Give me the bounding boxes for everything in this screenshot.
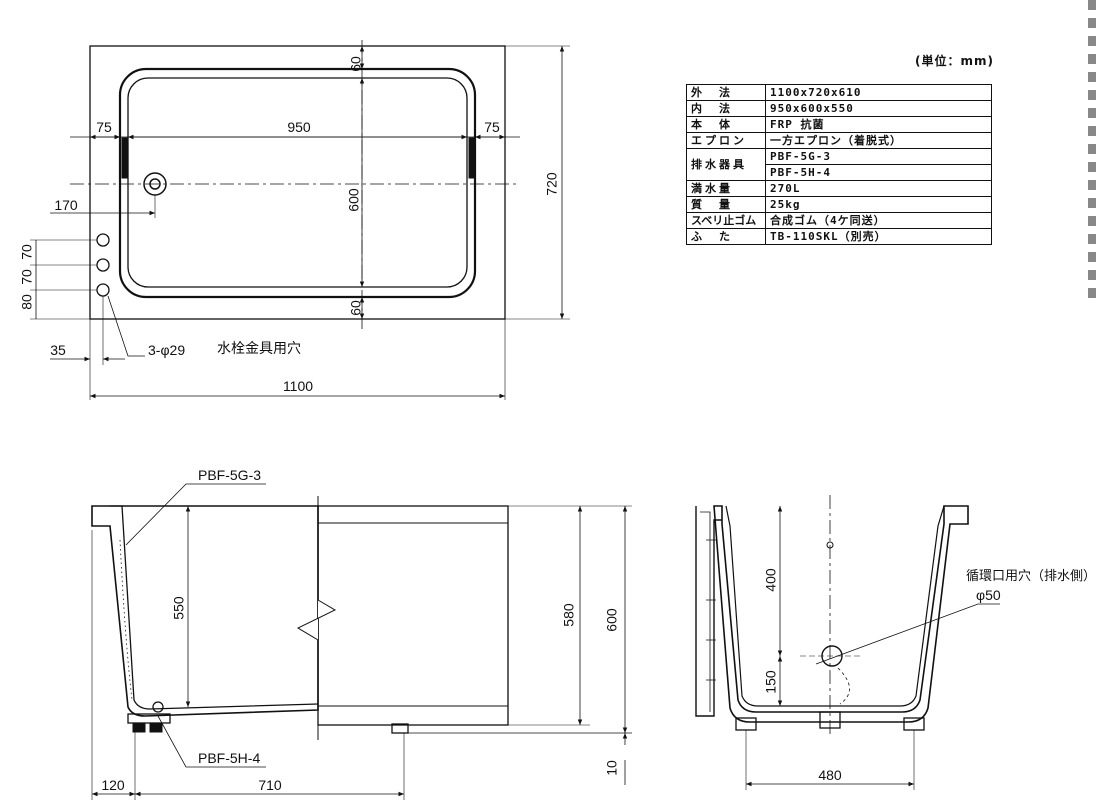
- leg-pad-left: [132, 722, 146, 733]
- spec-value: FRP 抗菌: [765, 116, 992, 133]
- dim-label: 400: [763, 568, 779, 592]
- fitting-label: PBF-5H-4: [198, 750, 260, 766]
- dim-label: 80: [19, 294, 35, 310]
- spec-value: TB-110SKL（別売）: [765, 228, 992, 245]
- unit-note: (単位：mm): [915, 54, 994, 68]
- dim-label: 70: [19, 269, 35, 285]
- side-apron-rib: [706, 539, 716, 681]
- leader-line: [815, 603, 1000, 665]
- drain-fitting: [819, 711, 841, 729]
- plan-rim-outline: [118, 67, 477, 299]
- spec-label: 排水器具: [686, 148, 766, 181]
- dim-label: 1100: [283, 378, 313, 394]
- leg-pad-left: [149, 722, 163, 733]
- dim-label: 580: [561, 603, 577, 627]
- leader-line: [157, 715, 266, 768]
- dim-label: 600: [604, 608, 620, 632]
- page-edge-mark: [1088, 0, 1096, 300]
- drain-fitting: [127, 713, 171, 724]
- side-apron-section: [695, 506, 722, 717]
- leader-line: [107, 295, 145, 357]
- drain-fitting-icon: [152, 701, 164, 713]
- leg-pad: [903, 717, 925, 731]
- circulation-label: 循環口用穴（排水側）: [966, 568, 1096, 583]
- leader-line: [125, 483, 266, 546]
- dim-label: 550: [171, 596, 187, 620]
- spec-value: 一方エプロン（着脱式）: [765, 132, 992, 149]
- spec-value: 合成ゴム（4ケ同送）: [765, 212, 992, 229]
- side-view: [695, 495, 1000, 790]
- dim-label: 720: [544, 172, 560, 196]
- dim-label: 70: [19, 244, 35, 260]
- faucet-hole-icon: [96, 233, 110, 247]
- grip-right: [468, 137, 476, 179]
- leg-pad-right: [391, 723, 409, 734]
- side-tub-inner-wall: [725, 505, 945, 707]
- front-wall-hatch: [119, 539, 133, 701]
- front-apron: [317, 505, 509, 726]
- spec-row-rubber: スベリ止ゴム合成ゴム（4ケ同送）: [686, 212, 992, 229]
- plan-basin-outline: [127, 77, 468, 288]
- spec-label: 満水量: [686, 180, 766, 197]
- circulation-dia: φ50: [976, 587, 1001, 603]
- front-view: [91, 483, 632, 800]
- grip-left: [121, 137, 129, 179]
- dim-label: 170: [54, 197, 78, 213]
- side-dim-labels: 400 150 480 循環口用穴（排水側） φ50: [763, 568, 1096, 783]
- dim-label: 120: [101, 777, 125, 793]
- fitting-label: PBF-5G-3: [198, 467, 261, 483]
- side-tub-section: [713, 505, 969, 723]
- front-tub-section: [91, 505, 319, 717]
- hole-caption: 水栓金具用穴: [217, 340, 301, 356]
- dim-label: 600: [346, 188, 362, 212]
- dim-label: 150: [763, 670, 779, 694]
- drain-path: [837, 667, 850, 705]
- break-line: [296, 496, 337, 740]
- dim-label: 60: [348, 300, 364, 316]
- plan-dim-labels: 60 60 75 950 75 600 720 170 70 70 80 35 …: [19, 56, 560, 394]
- dim-label: 60: [348, 56, 364, 72]
- faucet-hole-icon: [96, 258, 110, 272]
- dim-label: 10: [604, 760, 620, 776]
- dim-label: 950: [287, 119, 311, 135]
- plan-view: [30, 40, 570, 400]
- front-tub-inner-wall: [110, 505, 319, 710]
- dim-label: 35: [50, 342, 66, 358]
- dim-label: 75: [484, 119, 500, 135]
- spec-label: ふ た: [686, 228, 766, 245]
- drain-inner-icon: [149, 178, 161, 190]
- spec-value: 1100x720x610: [765, 84, 992, 101]
- side-apron-inner: [700, 511, 711, 712]
- faucet-hole-icon: [96, 283, 110, 297]
- overflow-icon: [826, 541, 834, 549]
- front-dim-labels: PBF-5G-3 PBF-5H-4 550 580 600 10 120 710: [101, 467, 619, 793]
- dim-label: 75: [96, 119, 112, 135]
- dim-label: 710: [258, 777, 282, 793]
- plan-outer-outline: [89, 45, 506, 320]
- hole-label: 3-φ29: [148, 342, 185, 358]
- dim-label: 480: [818, 767, 842, 783]
